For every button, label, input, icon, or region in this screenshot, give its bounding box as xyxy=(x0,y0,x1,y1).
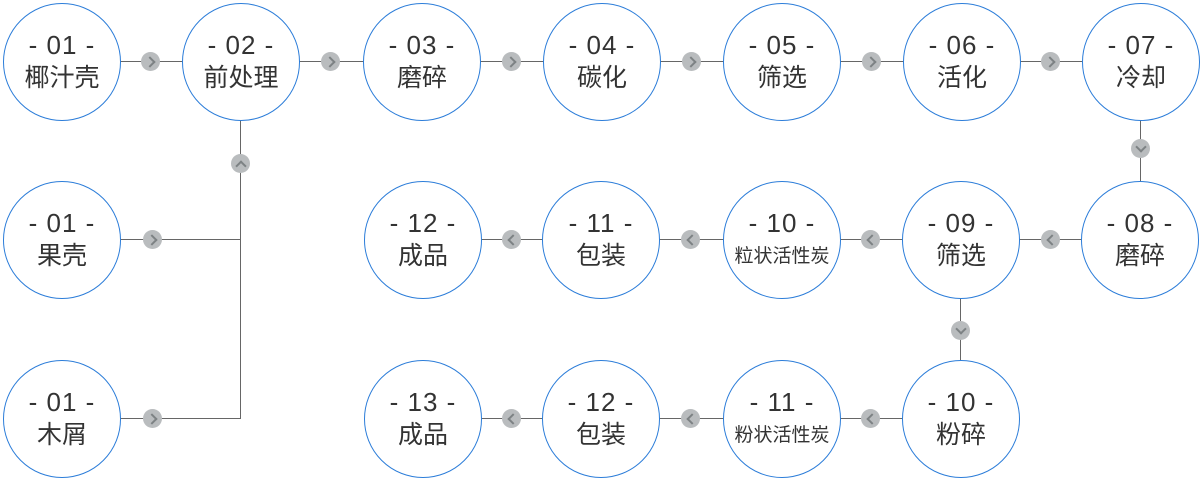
chevron-left-icon xyxy=(681,409,700,428)
connector-line-nutshell-branch xyxy=(119,239,240,240)
flow-node-05-screening: - 05 - 筛选 xyxy=(723,3,841,121)
chevron-right-icon xyxy=(143,230,162,249)
chevron-right-icon xyxy=(143,409,162,428)
node-number: - 12 - xyxy=(389,208,457,238)
chevron-left-icon xyxy=(861,409,880,428)
node-label: 成品 xyxy=(397,242,448,270)
chevron-down-icon xyxy=(951,321,970,340)
node-label: 筛选 xyxy=(756,64,807,92)
flow-node-01-sawdust: - 01 - 木屑 xyxy=(3,360,121,478)
node-label: 磨碎 xyxy=(1114,242,1165,270)
node-label: 成品 xyxy=(397,421,448,449)
flow-node-04-carbonization: - 04 - 碳化 xyxy=(543,3,661,121)
node-number: - 11 - xyxy=(749,387,815,417)
node-number: - 10 - xyxy=(927,387,995,417)
flow-node-08-grinding: - 08 - 磨碎 xyxy=(1081,181,1199,299)
node-number: - 01 - xyxy=(28,387,96,417)
node-number: - 01 - xyxy=(28,208,96,238)
flow-node-01-nut-shell: - 01 - 果壳 xyxy=(3,181,121,299)
node-label: 木屑 xyxy=(36,421,87,449)
flow-node-09-screening: - 09 - 筛选 xyxy=(902,181,1020,299)
flow-node-03-grinding: - 03 - 磨碎 xyxy=(363,3,481,121)
node-label: 粉碎 xyxy=(935,421,986,449)
flow-node-06-activation: - 06 - 活化 xyxy=(903,3,1021,121)
connector-line-branch-vertical xyxy=(240,119,241,419)
node-number: - 06 - xyxy=(928,30,996,60)
node-label: 果壳 xyxy=(36,242,87,270)
flow-node-07-cooling: - 07 - 冷却 xyxy=(1082,3,1200,121)
flow-node-02-pretreatment: - 02 - 前处理 xyxy=(182,3,300,121)
chevron-left-icon xyxy=(502,230,521,249)
node-label: 粒状活性炭 xyxy=(734,246,830,267)
node-number: - 07 - xyxy=(1107,30,1175,60)
flow-node-12-finished-product: - 12 - 成品 xyxy=(364,181,482,299)
node-number: - 09 - xyxy=(927,208,995,238)
chevron-down-icon xyxy=(1131,139,1150,158)
chevron-left-icon xyxy=(681,230,700,249)
node-number: - 10 - xyxy=(748,208,816,238)
node-number: - 03 - xyxy=(388,30,456,60)
node-number: - 01 - xyxy=(28,30,96,60)
node-label: 冷却 xyxy=(1115,64,1166,92)
node-label: 碳化 xyxy=(576,64,627,92)
node-label: 包装 xyxy=(575,421,626,449)
chevron-right-icon xyxy=(862,52,881,71)
flow-node-13-finished-product: - 13 - 成品 xyxy=(364,360,482,478)
node-label: 包装 xyxy=(575,242,626,270)
node-label: 筛选 xyxy=(935,242,986,270)
node-number: - 11 - xyxy=(568,208,634,238)
chevron-right-icon xyxy=(682,52,701,71)
flow-node-01-coconut-shell: - 01 - 椰汁壳 xyxy=(3,3,121,121)
node-number: - 02 - xyxy=(207,30,275,60)
flow-node-11-powdered-activated-carbon: - 11 - 粉状活性炭 xyxy=(723,360,841,478)
node-number: - 08 - xyxy=(1106,208,1174,238)
node-label: 椰汁壳 xyxy=(24,64,100,92)
chevron-left-icon xyxy=(861,230,880,249)
node-number: - 05 - xyxy=(748,30,816,60)
connector-line-sawdust-branch xyxy=(119,418,240,419)
node-label: 磨碎 xyxy=(396,64,447,92)
chevron-right-icon xyxy=(1041,52,1060,71)
node-number: - 13 - xyxy=(389,387,457,417)
chevron-up-icon xyxy=(231,154,250,173)
chevron-right-icon xyxy=(321,52,340,71)
chevron-left-icon xyxy=(1041,230,1060,249)
flow-node-11-packaging: - 11 - 包装 xyxy=(542,181,660,299)
flow-node-10-pulverizing: - 10 - 粉碎 xyxy=(902,360,1020,478)
flow-node-10-granular-activated-carbon: - 10 - 粒状活性炭 xyxy=(723,181,841,299)
chevron-left-icon xyxy=(502,409,521,428)
chevron-right-icon xyxy=(141,52,160,71)
chevron-right-icon xyxy=(502,52,521,71)
node-label: 活化 xyxy=(936,64,987,92)
node-number: - 12 - xyxy=(567,387,635,417)
node-number: - 04 - xyxy=(568,30,636,60)
node-label: 前处理 xyxy=(203,64,279,92)
flow-node-12-packaging: - 12 - 包装 xyxy=(542,360,660,478)
node-label: 粉状活性炭 xyxy=(734,425,830,446)
